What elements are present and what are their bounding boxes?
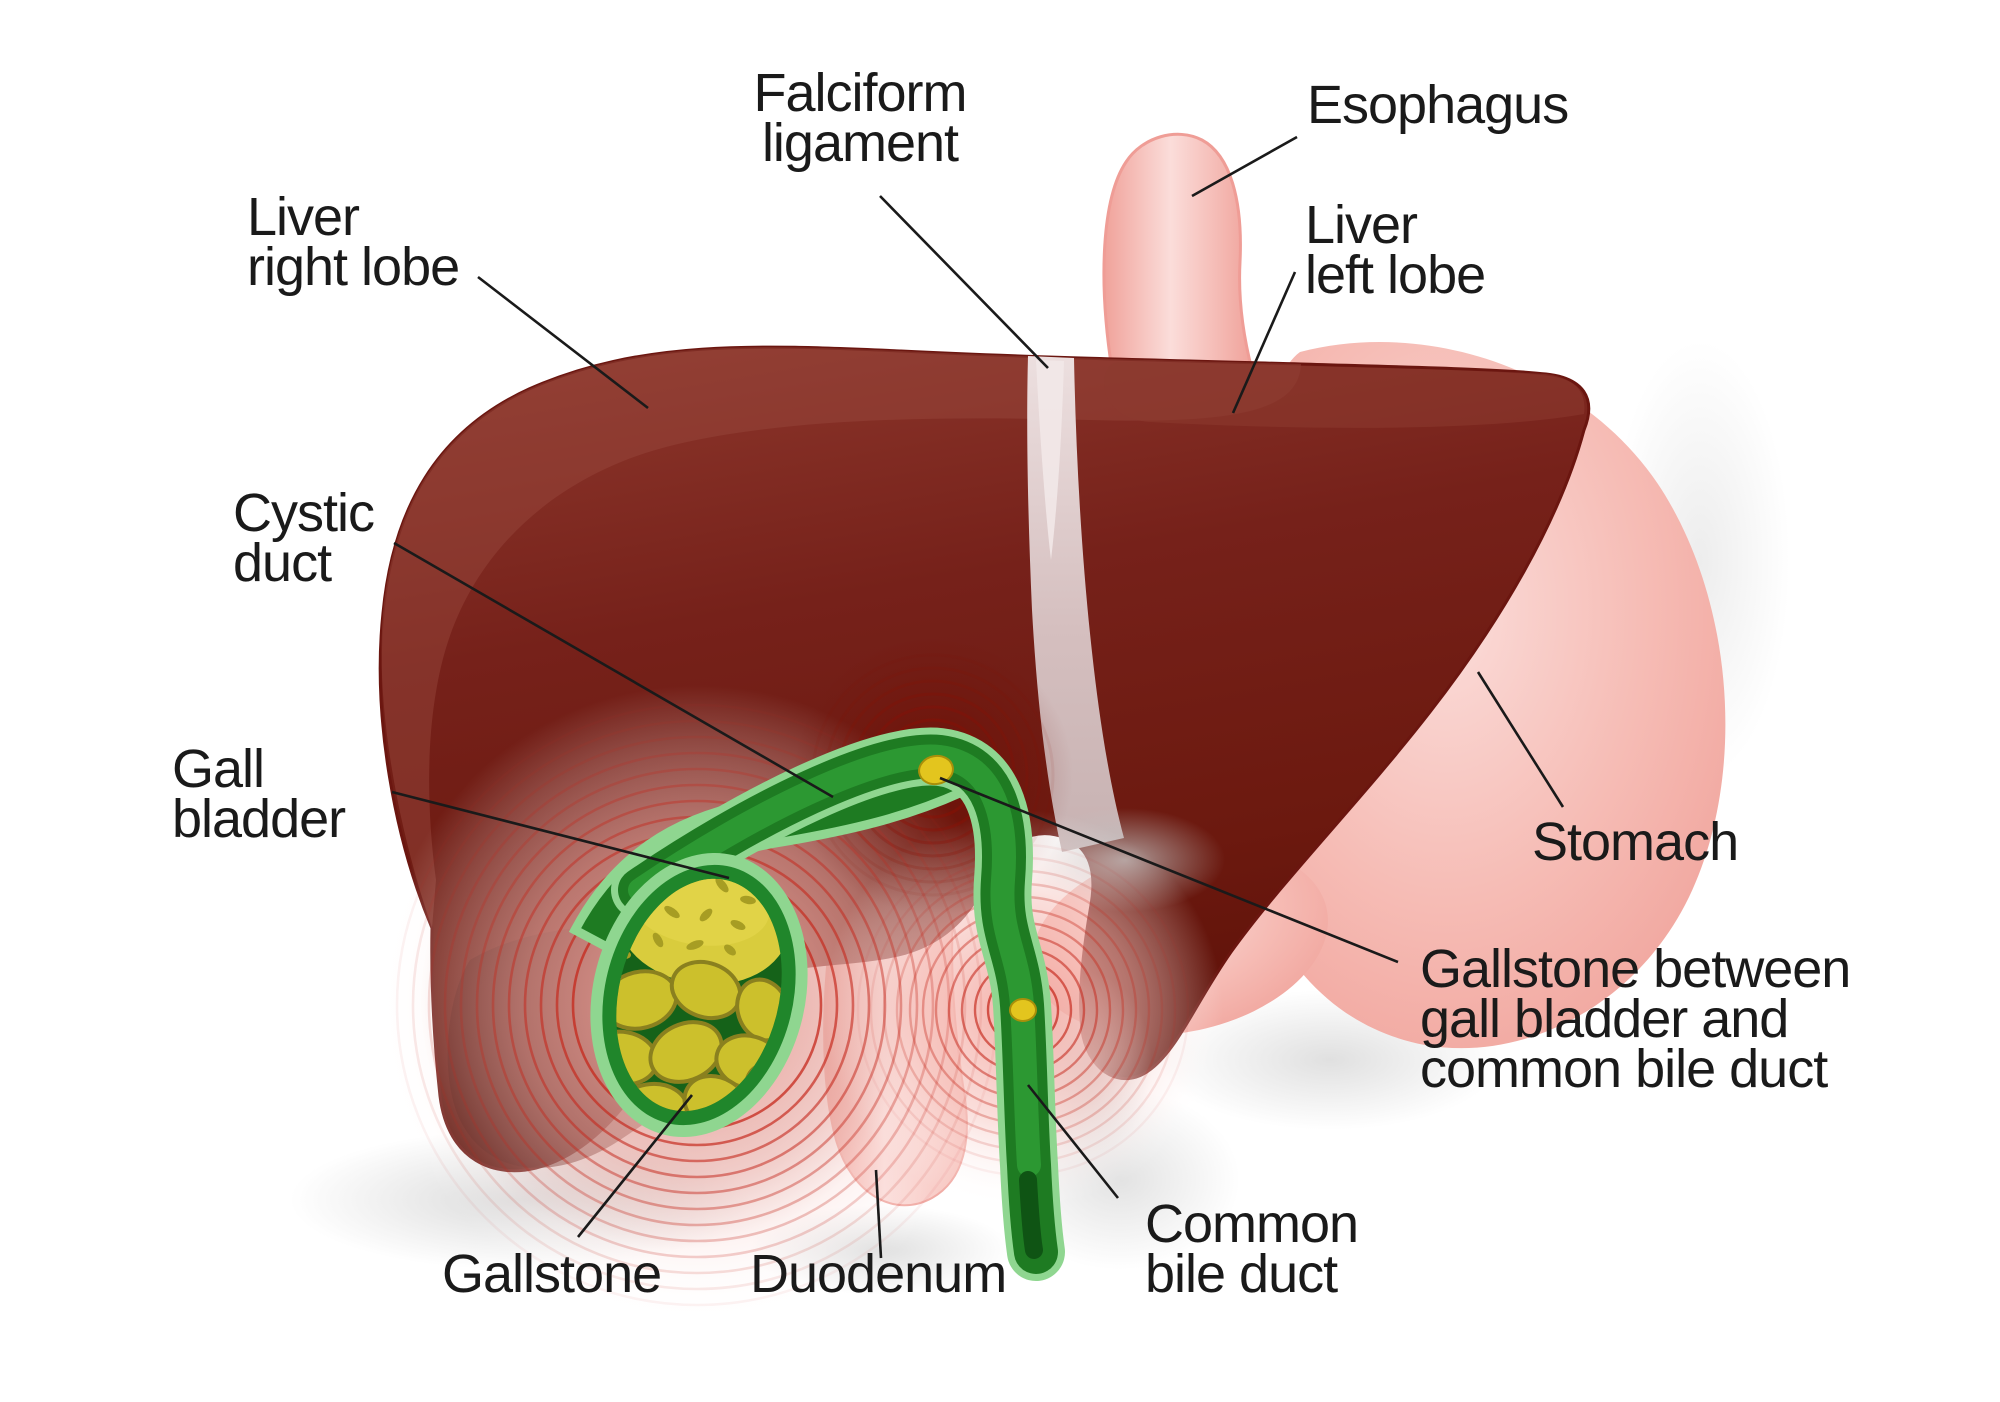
leader-gallstone [576, 1094, 694, 1238]
label-line: common bile duct [1420, 1039, 1828, 1099]
label-cystic-duct: Cystic duct [233, 483, 375, 593]
label-line: gall bladder and [1420, 989, 1789, 1049]
label-line: Stomach [1532, 812, 1739, 872]
label-line: bile duct [1145, 1244, 1338, 1304]
label-line: ligament [761, 113, 959, 173]
label-line: Gallstone between [1420, 939, 1851, 999]
label-line: Liver [247, 187, 360, 247]
gallstone-in-cystic-duct [918, 754, 954, 786]
label-line: left lobe [1305, 245, 1486, 305]
leader-common-bile-duct [1026, 1084, 1120, 1199]
label-line: Duodenum [750, 1244, 1007, 1304]
label-line: Gallstone [442, 1244, 662, 1304]
leader-gall-bladder [391, 790, 730, 880]
leader-gallstone-between [939, 776, 1399, 964]
label-line: bladder [172, 789, 346, 849]
leader-lines [391, 135, 1565, 1259]
leader-liver-right-lobe [477, 275, 649, 410]
label-line: Esophagus [1307, 75, 1569, 135]
leader-cystic-duct [393, 541, 834, 799]
label-line: Falciform [753, 63, 967, 123]
label-gallstone-between: Gallstone between gall bladder and commo… [1420, 939, 1851, 1099]
leader-duodenum [874, 1169, 883, 1259]
label-falciform-ligament: Falciform ligament [720, 63, 1000, 173]
label-liver-right-lobe: Liver right lobe [247, 187, 460, 297]
label-gall-bladder: Gall bladder [172, 739, 346, 849]
leader-liver-left-lobe [1231, 271, 1297, 414]
label-esophagus: Esophagus [1307, 75, 1569, 135]
label-liver-left-lobe: Liver left lobe [1305, 195, 1486, 305]
label-gallstone: Gallstone [442, 1244, 662, 1304]
label-line: Gall [172, 739, 265, 799]
label-line: Liver [1305, 195, 1418, 255]
label-line: Cystic [233, 483, 375, 543]
label-duodenum: Duodenum [750, 1244, 1007, 1304]
leader-stomach [1476, 671, 1565, 808]
label-stomach: Stomach [1532, 812, 1739, 872]
label-common-bile-duct: Common bile duct [1145, 1194, 1359, 1304]
leader-falciform-ligament [879, 195, 1049, 369]
label-line: Common [1145, 1194, 1359, 1254]
label-line: right lobe [247, 237, 460, 297]
gallstone-in-bile-duct [1009, 998, 1037, 1022]
leader-esophagus [1191, 135, 1298, 198]
esophagus-shape [1102, 132, 1254, 372]
label-line: duct [233, 533, 332, 593]
